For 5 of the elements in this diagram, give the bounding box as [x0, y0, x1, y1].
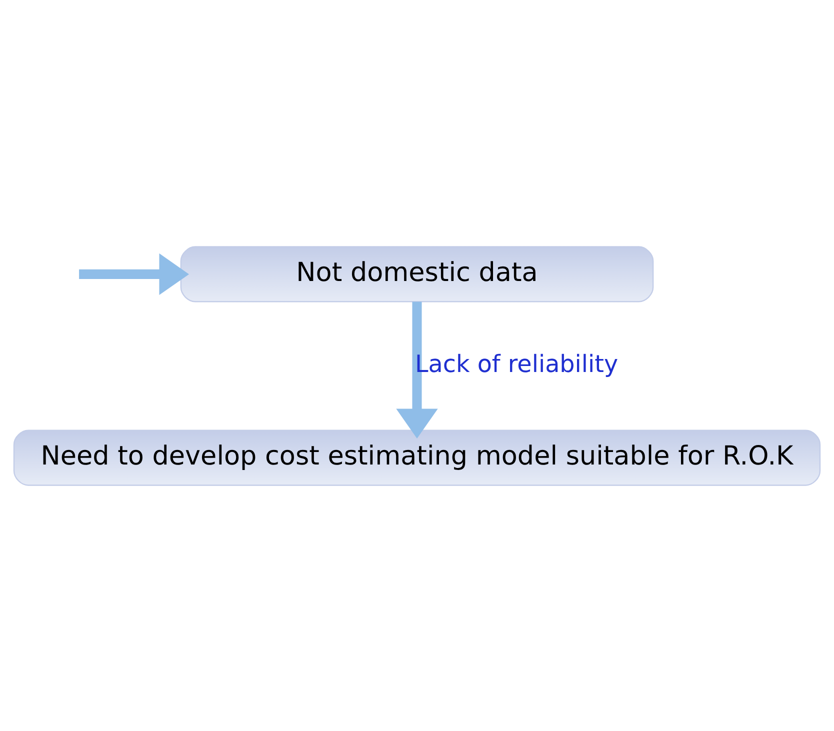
arrow [79, 252, 190, 295]
arrow [396, 301, 438, 438]
node-box: Not domestic data [180, 246, 654, 302]
edge-label: Lack of reliability [415, 349, 618, 378]
node-box: Need to develop cost estimating model suitable for R.O.K [13, 429, 821, 486]
